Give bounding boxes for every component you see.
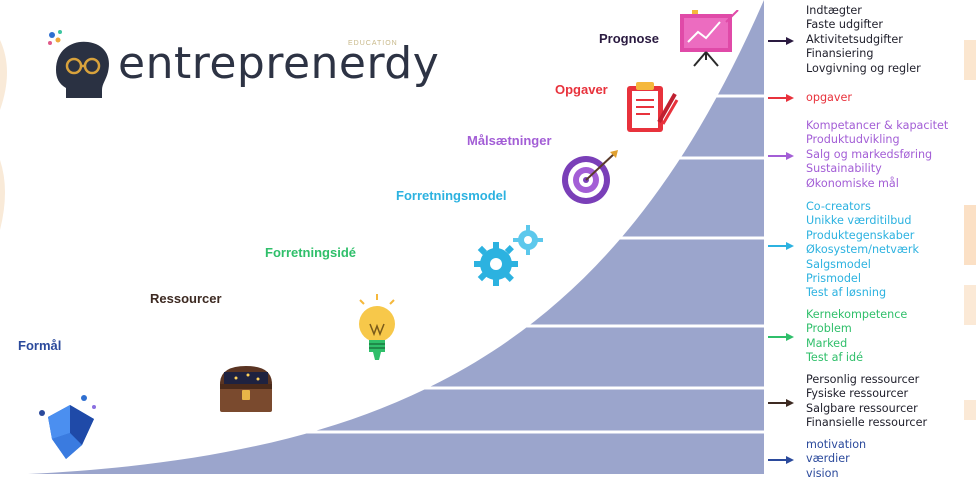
list-item: Unikke værditilbud bbox=[806, 214, 912, 228]
presentation-board-icon bbox=[680, 10, 739, 67]
arrow-maalsaetninger bbox=[768, 152, 794, 160]
items-ressourcer: Personlig ressourcer Fysiske ressourcer … bbox=[806, 373, 927, 431]
list-item: opgaver bbox=[806, 91, 853, 104]
items-forretningsmodel: Co-creators Unikke værditilbud Produkteg… bbox=[806, 200, 919, 301]
list-item: Marked bbox=[806, 336, 848, 350]
list-item: Salgbare ressourcer bbox=[806, 401, 918, 415]
stage-label-forretningside: Forretningsidé bbox=[265, 245, 357, 260]
list-item: Økonomiske mål bbox=[806, 176, 899, 190]
arrow-forretningside bbox=[768, 333, 794, 341]
arrow-forretningsmodel bbox=[768, 242, 794, 250]
stage-label-ressourcer: Ressourcer bbox=[150, 291, 222, 306]
treasure-chest-icon bbox=[220, 366, 272, 412]
list-item: Personlig ressourcer bbox=[806, 373, 920, 386]
clipboard-icon bbox=[627, 82, 679, 132]
list-item: Produktegenskaber bbox=[806, 228, 915, 242]
list-item: Fysiske ressourcer bbox=[806, 387, 909, 401]
items-maalsaetninger: Kompetancer & kapacitet Produktudvikling… bbox=[806, 119, 948, 191]
items-formaal: motivation værdier vision bbox=[806, 438, 866, 481]
list-item: Co-creators bbox=[806, 200, 871, 213]
list-item: Salg og markedsføring bbox=[806, 147, 933, 161]
stage-label-opgaver: Opgaver bbox=[555, 82, 608, 97]
arrow-prognose bbox=[768, 37, 794, 45]
stage-label-maalsaetninger: Målsætninger bbox=[467, 133, 552, 148]
list-item: Finansielle ressourcer bbox=[806, 416, 928, 430]
list-item: Faste udgifter bbox=[806, 18, 883, 32]
list-item: Test af løsning bbox=[806, 286, 887, 300]
list-item: Salgsmodel bbox=[806, 257, 871, 271]
edge-decoration-left bbox=[0, 40, 7, 230]
arrow-formaal bbox=[768, 456, 794, 464]
stage-label-forretningsmodel: Forretningsmodel bbox=[396, 188, 507, 203]
list-item: Sustainability bbox=[806, 162, 882, 176]
stage-label-prognose: Prognose bbox=[599, 31, 659, 46]
list-item: Lovgivning og regler bbox=[806, 61, 921, 75]
list-item: Aktivitetsudgifter bbox=[806, 32, 903, 46]
list-item: Kompetancer & kapacitet bbox=[806, 119, 949, 132]
brand-logo-icon bbox=[48, 30, 110, 98]
list-item: Test af idé bbox=[806, 351, 864, 365]
items-prognose: Indtægter Faste udgifter Aktivitetsudgif… bbox=[806, 4, 921, 76]
arrow-opgaver bbox=[768, 94, 794, 102]
list-item: Prismodel bbox=[806, 272, 861, 286]
items-forretningside: Kernekompetence Problem Marked Test af i… bbox=[806, 308, 907, 366]
list-item: vision bbox=[806, 466, 839, 480]
list-item: Problem bbox=[806, 322, 852, 336]
list-item: værdier bbox=[806, 452, 850, 466]
edge-decoration-right bbox=[964, 40, 976, 420]
arrow-ressourcer bbox=[768, 399, 794, 407]
lightbulb-icon bbox=[359, 294, 395, 360]
list-item: Finansiering bbox=[806, 47, 874, 61]
list-item: Kernekompetence bbox=[806, 308, 908, 321]
list-item: Produktudvikling bbox=[806, 133, 900, 147]
stage-label-formaal: Formål bbox=[18, 338, 62, 353]
brand-name: entreprenerdy bbox=[118, 38, 440, 89]
items-opgaver: opgaver bbox=[806, 91, 852, 105]
target-icon bbox=[562, 150, 618, 204]
gears-icon bbox=[474, 225, 543, 286]
brand-tagline: EDUCATION bbox=[348, 40, 398, 47]
list-item: Indtægter bbox=[806, 4, 862, 17]
list-item: motivation bbox=[806, 438, 867, 451]
list-item: Økosystem/netværk bbox=[806, 243, 919, 257]
crystal-icon bbox=[39, 395, 96, 459]
